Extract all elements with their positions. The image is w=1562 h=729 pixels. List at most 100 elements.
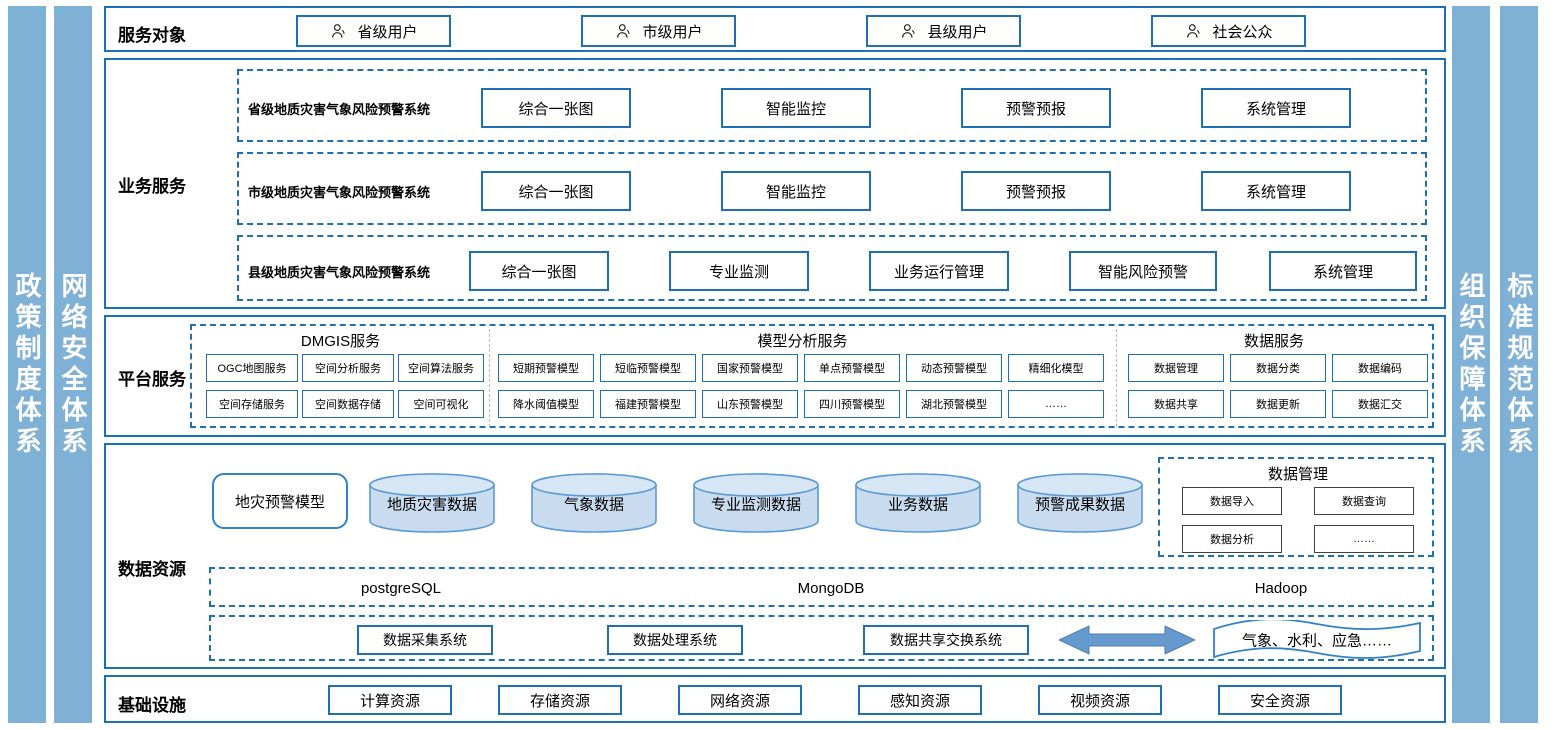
data-management-item[interactable]: …… <box>1314 525 1414 553</box>
sidebar-policy-system: 政策制度体系 <box>8 6 46 723</box>
user-icon <box>902 23 916 37</box>
layer-data-resource-title: 数据资源 <box>118 560 186 579</box>
user-chip-public-label: 社会公众 <box>1212 23 1273 41</box>
business-module[interactable]: 预警预报 <box>961 88 1111 128</box>
model-item[interactable]: …… <box>1008 390 1104 418</box>
model-item[interactable]: 山东预警模型 <box>702 390 798 418</box>
layer-service-object-title: 服务对象 <box>118 26 186 45</box>
model-item[interactable]: 短期预警模型 <box>498 354 594 382</box>
business-module[interactable]: 系统管理 <box>1201 171 1351 211</box>
layer-platform-service: 平台服务 DMGIS服务 OGC地图服务 空间分析服务 空间算法服务 空间存储服… <box>104 315 1446 437</box>
business-module[interactable]: 智能监控 <box>721 88 871 128</box>
business-module[interactable]: 专业监测 <box>669 251 809 291</box>
user-chip-public[interactable]: 社会公众 <box>1151 15 1306 47</box>
business-module[interactable]: 业务运行管理 <box>869 251 1009 291</box>
data-management-item[interactable]: 数据导入 <box>1182 487 1282 515</box>
model-item[interactable]: 福建预警模型 <box>600 390 696 418</box>
model-item[interactable]: 降水阈值模型 <box>498 390 594 418</box>
dmgis-item[interactable]: 空间算法服务 <box>398 354 484 382</box>
business-row-province-system: 省级地质灾害气象风险预警系统 <box>248 102 431 117</box>
platform-divider-2 <box>1116 329 1117 427</box>
data-processing-system[interactable]: 数据处理系统 <box>607 625 743 655</box>
external-departments-wave[interactable]: 气象、水利、应急…… <box>1211 618 1423 660</box>
cylinder-label: 业务数据 <box>887 496 948 514</box>
business-module[interactable]: 综合一张图 <box>481 88 631 128</box>
data-service-item[interactable]: 数据管理 <box>1128 354 1224 382</box>
infrastructure-item[interactable]: 安全资源 <box>1218 685 1342 715</box>
model-item[interactable]: 动态预警模型 <box>906 354 1002 382</box>
sidebar-organization-support-system: 组织保障体系 <box>1452 6 1490 723</box>
cylinder-label: 地质灾害数据 <box>386 496 477 514</box>
business-row-city: 市级地质灾害气象风险预警系统 综合一张图 智能监控 预警预报 系统管理 <box>237 152 1427 225</box>
model-item[interactable]: 短临预警模型 <box>600 354 696 382</box>
sidebar-policy-label: 政策制度体系 <box>12 271 42 458</box>
cylinder-business-data[interactable]: 业务数据 <box>854 472 982 534</box>
user-chip-county[interactable]: 县级用户 <box>866 15 1021 47</box>
business-module[interactable]: 智能监控 <box>721 171 871 211</box>
dmgis-item[interactable]: OGC地图服务 <box>206 354 298 382</box>
model-item[interactable]: 湖北预警模型 <box>906 390 1002 418</box>
business-module[interactable]: 智能风险预警 <box>1069 251 1217 291</box>
sidebar-network-security-system: 网络安全体系 <box>54 6 92 723</box>
database-mongodb: MongoDB <box>797 580 865 597</box>
dmgis-item[interactable]: 空间分析服务 <box>302 354 394 382</box>
data-management-item[interactable]: 数据分析 <box>1182 525 1282 553</box>
cylinder-professional-monitoring-data[interactable]: 专业监测数据 <box>692 472 820 534</box>
cylinder-warning-result-data[interactable]: 预警成果数据 <box>1016 472 1144 534</box>
data-service-item[interactable]: 数据编码 <box>1332 354 1428 382</box>
disaster-warning-model-box[interactable]: 地灾预警模型 <box>212 473 348 529</box>
business-module[interactable]: 系统管理 <box>1269 251 1417 291</box>
sidebar-network-label: 网络安全体系 <box>58 271 88 458</box>
model-item[interactable]: 国家预警模型 <box>702 354 798 382</box>
model-item[interactable]: 精细化模型 <box>1008 354 1104 382</box>
cylinder-label: 气象数据 <box>563 496 624 514</box>
user-chip-city-label: 市级用户 <box>642 23 703 41</box>
user-chip-province-label: 省级用户 <box>357 23 418 41</box>
cylinder-icon <box>855 473 981 533</box>
user-chip-province[interactable]: 省级用户 <box>296 15 451 47</box>
business-module[interactable]: 综合一张图 <box>481 171 631 211</box>
layer-infrastructure-title: 基础设施 <box>118 696 186 715</box>
data-management-group: 数据管理 数据导入 数据查询 数据分析 …… <box>1158 457 1434 557</box>
data-management-title: 数据管理 <box>1267 466 1328 483</box>
dmgis-item[interactable]: 空间数据存储 <box>302 390 394 418</box>
sidebar-standard-label: 标准规范体系 <box>1504 271 1534 458</box>
layer-platform-service-title: 平台服务 <box>118 370 186 389</box>
dmgis-group-title: DMGIS服务 <box>300 333 381 350</box>
database-group: postgreSQL MongoDB Hadoop <box>209 567 1434 607</box>
sidebar-organization-label: 组织保障体系 <box>1456 271 1486 458</box>
cylinder-icon <box>1017 473 1143 533</box>
database-hadoop: Hadoop <box>1254 580 1308 597</box>
cylinder-label: 专业监测数据 <box>710 496 801 514</box>
data-service-item[interactable]: 数据共享 <box>1128 390 1224 418</box>
data-service-item[interactable]: 数据汇交 <box>1332 390 1428 418</box>
dmgis-item[interactable]: 空间存储服务 <box>206 390 298 418</box>
data-service-item[interactable]: 数据分类 <box>1230 354 1326 382</box>
cylinder-icon <box>693 473 819 533</box>
cylinder-geological-disaster-data[interactable]: 地质灾害数据 <box>368 472 496 534</box>
infrastructure-item[interactable]: 感知资源 <box>858 685 982 715</box>
user-chip-city[interactable]: 市级用户 <box>581 15 736 47</box>
infrastructure-item[interactable]: 存储资源 <box>498 685 622 715</box>
business-row-city-system: 市级地质灾害气象风险预警系统 <box>248 185 431 200</box>
layer-business-service: 业务服务 省级地质灾害气象风险预警系统 综合一张图 智能监控 预警预报 系统管理… <box>104 58 1446 309</box>
infrastructure-item[interactable]: 计算资源 <box>328 685 452 715</box>
infrastructure-item[interactable]: 网络资源 <box>678 685 802 715</box>
data-collection-system[interactable]: 数据采集系统 <box>357 625 493 655</box>
user-chip-county-label: 县级用户 <box>927 23 988 41</box>
business-module[interactable]: 综合一张图 <box>469 251 609 291</box>
business-row-county: 县级地质灾害气象风险预警系统 综合一张图 专业监测 业务运行管理 智能风险预警 … <box>237 235 1427 301</box>
business-row-province: 省级地质灾害气象风险预警系统 综合一张图 智能监控 预警预报 系统管理 <box>237 69 1427 142</box>
business-module[interactable]: 预警预报 <box>961 171 1111 211</box>
model-item[interactable]: 单点预警模型 <box>804 354 900 382</box>
data-service-item[interactable]: 数据更新 <box>1230 390 1326 418</box>
user-icon <box>1187 23 1201 37</box>
cylinder-meteorological-data[interactable]: 气象数据 <box>530 472 658 534</box>
business-module[interactable]: 系统管理 <box>1201 88 1351 128</box>
data-management-item[interactable]: 数据查询 <box>1314 487 1414 515</box>
data-sharing-exchange-system[interactable]: 数据共享交换系统 <box>863 625 1029 655</box>
model-item[interactable]: 四川预警模型 <box>804 390 900 418</box>
infrastructure-item[interactable]: 视频资源 <box>1038 685 1162 715</box>
dmgis-item[interactable]: 空间可视化 <box>398 390 484 418</box>
